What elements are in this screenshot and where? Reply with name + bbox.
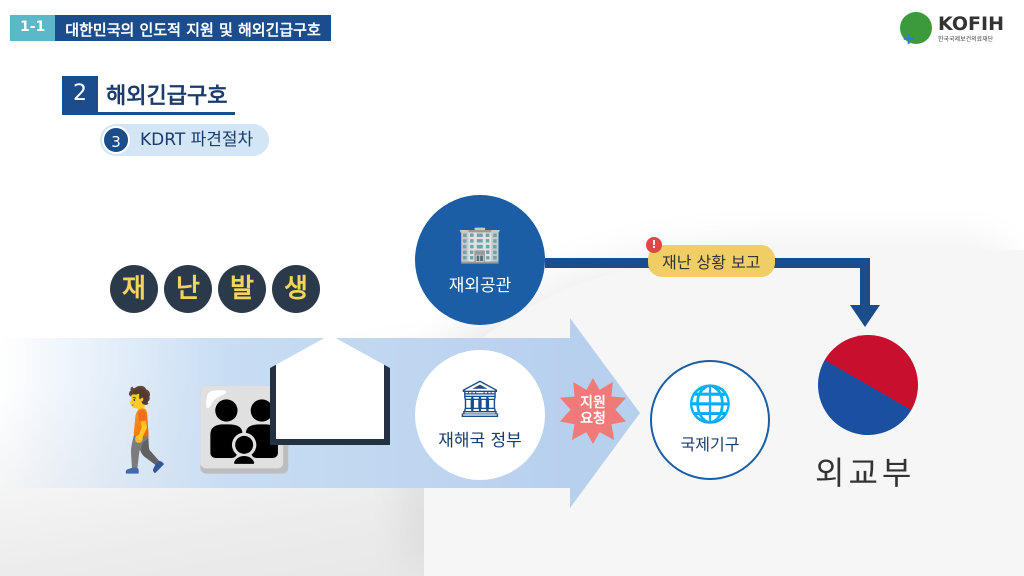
support-request-line2: 요청 [580,411,606,427]
bomb-icon: 난 [164,265,212,313]
international-org-label: 국제기구 [680,435,740,454]
affected-government-label: 재해국 정부 [438,430,522,451]
government-building-icon: 🏛 [457,378,503,420]
support-request-line1: 지원 [580,395,606,411]
kofih-logo: KOFIH 한국국제보건의료재단 [900,12,1004,48]
subheading-title: KDRT 파견절차 [140,130,254,150]
embassy-node: 🏢 재외공관 [415,195,545,325]
subheading: 3 KDRT 파견절차 [100,124,270,156]
arrow-down-icon [850,305,880,327]
building-icon: 🏢 [457,223,503,265]
mofa-label: 외교부 [815,454,916,492]
bomb-icon: 재 [110,265,158,313]
warning-icon: ! [646,237,662,253]
section-number: 1-1 [10,15,56,41]
heading-title: 해외긴급구호 [106,84,228,109]
logo-globe-icon [900,12,932,48]
heading-number: 2 [62,76,98,112]
international-org-node: 🌐 국제기구 [650,360,770,480]
page-heading: 2 해외긴급구호 [62,76,236,115]
logo-name: KOFIH [938,12,1004,35]
bomb-icon: 생 [272,265,320,313]
bomb-icon: 발 [218,265,266,313]
un-emblem-icon: 🌐 [687,384,733,425]
logo-subtitle: 한국국제보건의료재단 [938,35,994,43]
affected-government-node: 🏛 재해국 정부 [415,350,545,480]
subheading-number: 3 [102,126,130,154]
embassy-label: 재외공관 [448,275,512,296]
refugees-icon: 🚶👪 [95,383,295,476]
section-title: 대한민국의 인도적 지원 및 해외긴급구호 [55,15,331,41]
report-line-down [860,258,870,308]
section-header: 1-1 대한민국의 인도적 지원 및 해외긴급구호 [10,15,331,41]
report-badge: 재난 상황 보고 [648,245,775,277]
disaster-bombs: 재 난 발 생 [110,265,320,313]
